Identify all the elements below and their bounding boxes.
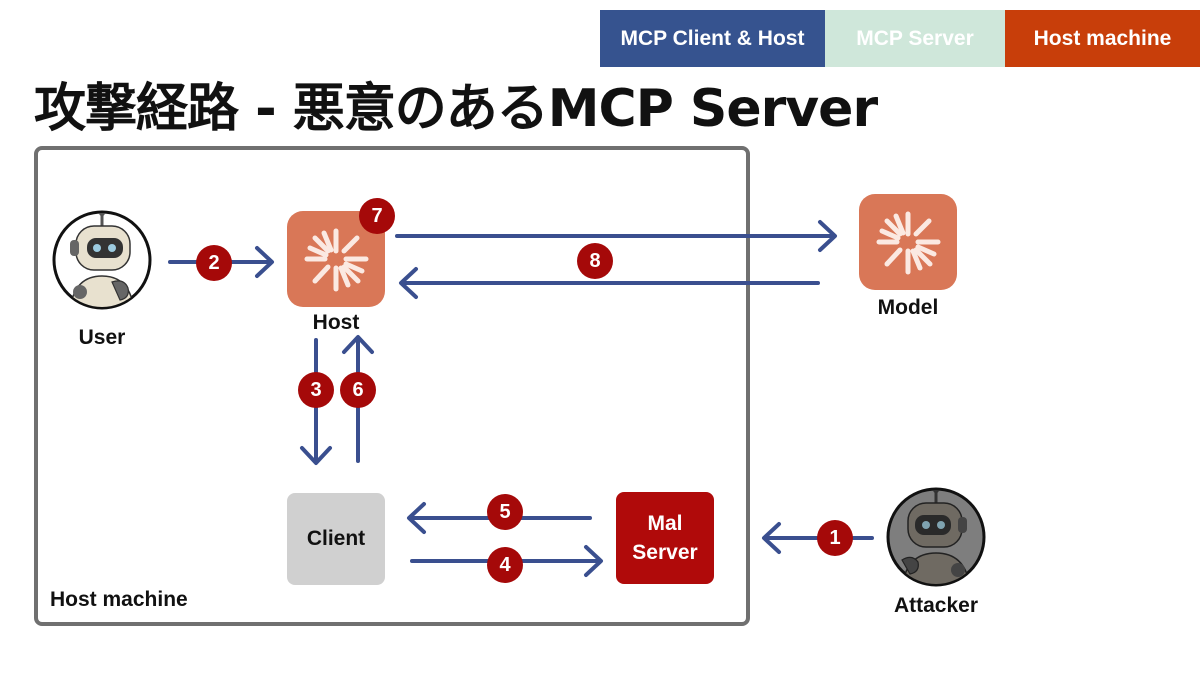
- legend-server: MCP Server: [825, 10, 1005, 67]
- step-badge-8: 8: [577, 243, 613, 279]
- host-machine-label: Host machine: [50, 588, 188, 611]
- mal-server-node: Mal Server: [616, 492, 714, 584]
- model-label: Model: [877, 296, 939, 319]
- model-tile: [859, 194, 957, 290]
- arrow-host-to-model: [395, 220, 837, 252]
- host-label: Host: [312, 311, 360, 334]
- attacker-label: Attacker: [893, 594, 979, 617]
- arrow-model-to-host: [399, 267, 820, 299]
- user-avatar: [52, 210, 152, 310]
- legend-client-host: MCP Client & Host: [600, 10, 825, 67]
- host-machine-boundary: [34, 146, 750, 626]
- host-tile: [287, 211, 385, 307]
- client-node: Client: [287, 493, 385, 585]
- page-title: 攻撃経路 - 悪意のあるMCP Server: [34, 79, 878, 139]
- step-badge-5: 5: [487, 494, 523, 530]
- step-badge-1: 1: [817, 520, 853, 556]
- step-badge-3: 3: [298, 372, 334, 408]
- model-burst-icon: [876, 211, 941, 275]
- legend: MCP Client & Host MCP Server Host machin…: [600, 10, 1200, 67]
- step-badge-6: 6: [340, 372, 376, 408]
- step-badge-7: 7: [359, 198, 395, 234]
- host-burst-icon: [304, 228, 369, 292]
- step-badge-2: 2: [196, 245, 232, 281]
- legend-host-machine: Host machine: [1005, 10, 1200, 67]
- step-badge-4: 4: [487, 547, 523, 583]
- attacker-avatar: [886, 487, 986, 587]
- robot-icon: [901, 490, 971, 584]
- robot-icon: [69, 213, 135, 307]
- user-label: User: [78, 326, 126, 349]
